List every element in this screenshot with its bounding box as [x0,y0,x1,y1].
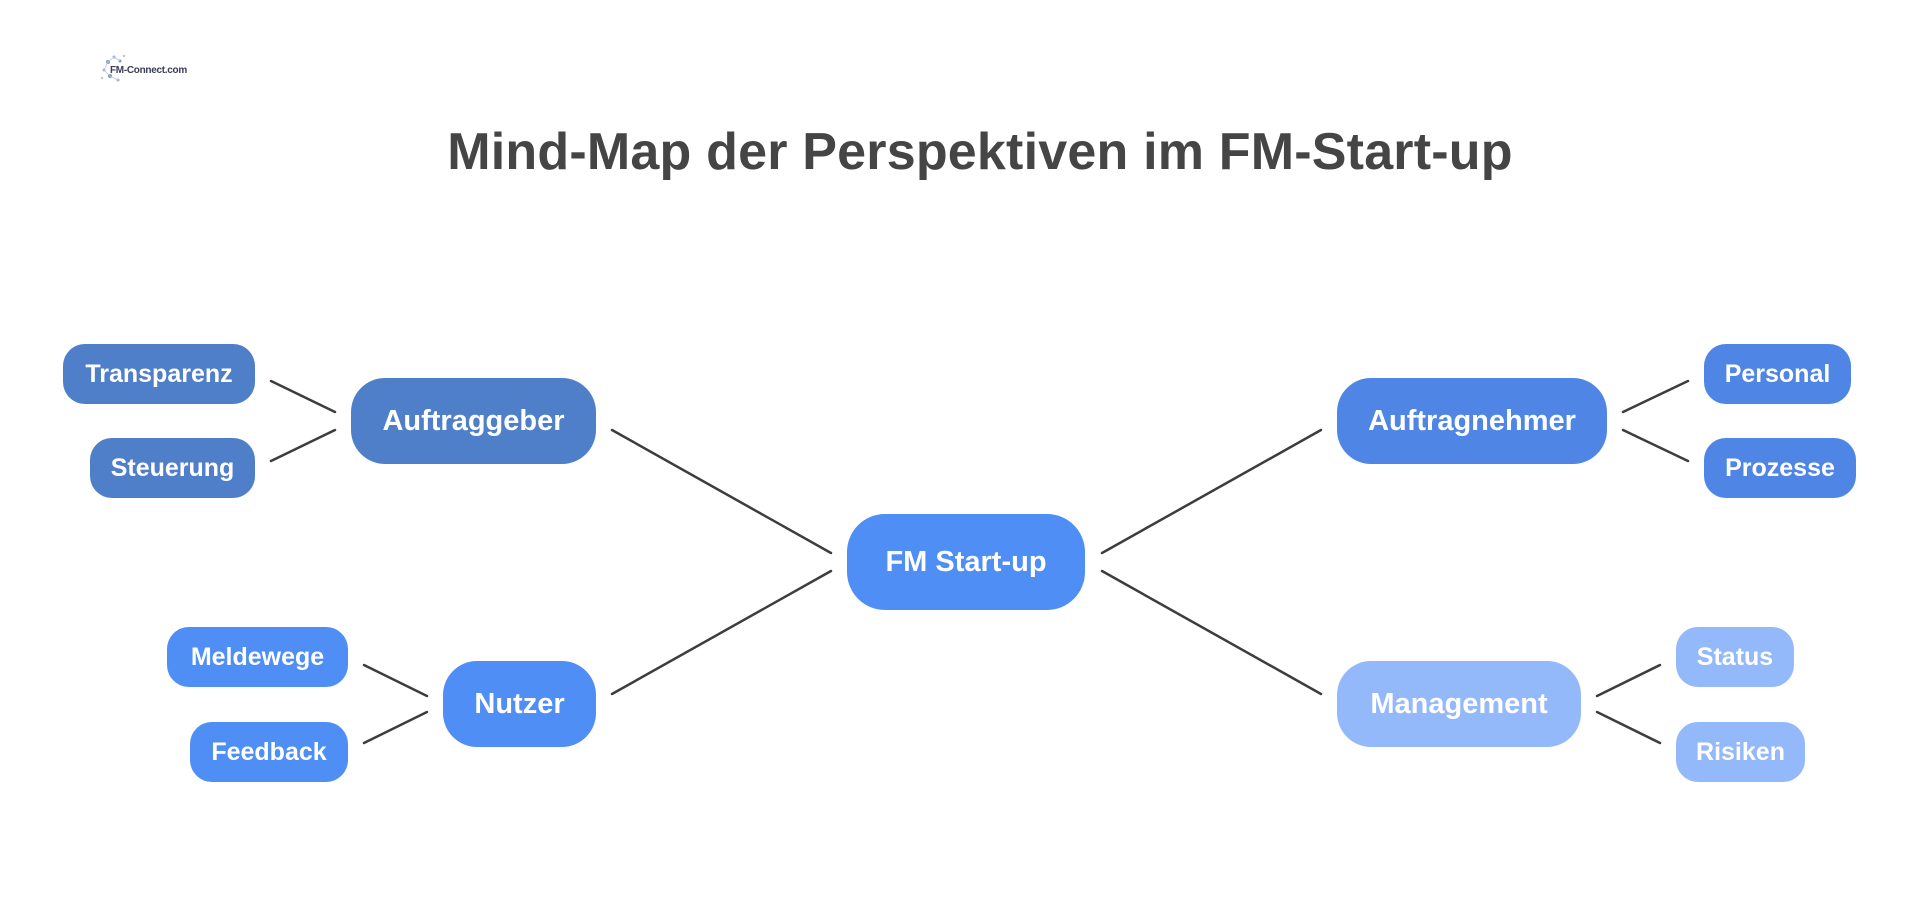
connector-center-auftraggeber [610,428,833,555]
leaf-personal-label: Personal [1724,359,1831,388]
connector-auftraggeber-transparenz [269,379,337,414]
leaf-steuerung-label: Steuerung [110,453,235,482]
node-auftragnehmer-label: Auftragnehmer [1368,404,1576,437]
connector-auftragnehmer-personal [1621,379,1690,414]
connector-nutzer-meldewege [362,663,429,698]
connector-auftraggeber-steuerung [269,428,337,463]
leaf-personal: Personal [1704,344,1851,404]
leaf-prozesse: Prozesse [1704,438,1856,498]
logo-text: FM-Connect.com [110,65,187,76]
leaf-feedback-label: Feedback [211,737,327,766]
leaf-status: Status [1676,627,1794,687]
connector-center-nutzer [610,569,833,696]
leaf-feedback: Feedback [190,722,348,782]
connector-management-risiken [1595,710,1662,745]
node-auftraggeber: Auftraggeber [351,378,596,464]
page-title: Mind-Map der Perspektiven im FM-Start-up [447,123,1513,181]
node-management: Management [1337,661,1581,747]
leaf-transparenz-label: Transparenz [85,359,233,388]
node-center: FM Start-up [847,514,1085,610]
leaf-risiken: Risiken [1676,722,1805,782]
node-nutzer-label: Nutzer [474,687,565,720]
node-nutzer: Nutzer [443,661,596,747]
leaf-transparenz: Transparenz [63,344,255,404]
leaf-steuerung: Steuerung [90,438,255,498]
connector-center-management [1100,569,1323,696]
logo-graphic [100,54,126,82]
connector-nutzer-feedback [362,710,429,745]
leaf-meldewege-label: Meldewege [190,642,325,671]
node-center-label: FM Start-up [885,545,1047,578]
leaf-prozesse-label: Prozesse [1725,453,1835,482]
leaf-status-label: Status [1696,642,1774,671]
logo: FM-Connect.com [98,52,187,88]
connector-center-auftragnehmer [1100,428,1323,555]
node-auftraggeber-label: Auftraggeber [382,404,565,437]
connector-management-status [1595,663,1662,698]
node-auftragnehmer: Auftragnehmer [1337,378,1607,464]
connector-auftragnehmer-prozesse [1621,428,1690,463]
node-management-label: Management [1370,687,1548,720]
leaf-risiken-label: Risiken [1696,737,1785,766]
leaf-meldewege: Meldewege [167,627,348,687]
